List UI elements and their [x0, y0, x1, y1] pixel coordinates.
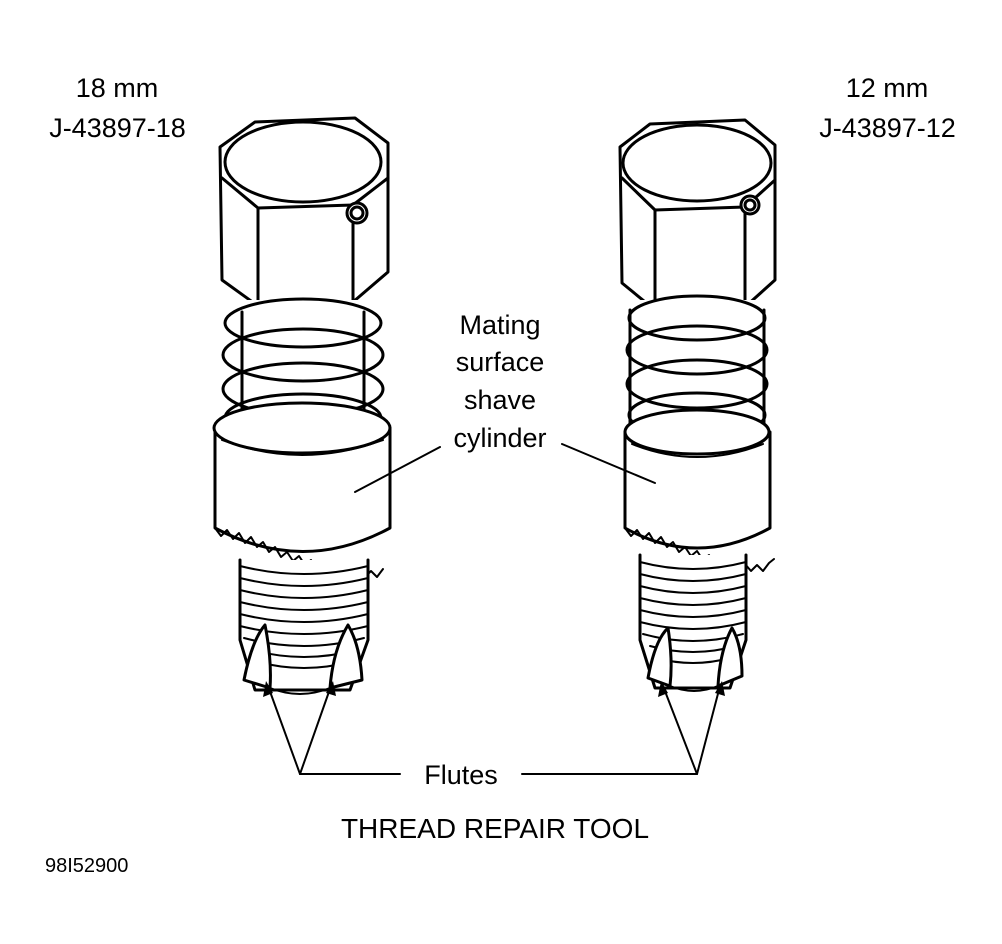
- arrowhead-right-a: [658, 681, 668, 697]
- figure-id: 98I52900: [45, 855, 129, 877]
- arrowheads: [263, 681, 725, 697]
- mating-surface-leader-left: [354, 446, 441, 493]
- flutes-arrow-left-a: [267, 685, 301, 775]
- tool-18mm-threaded-shank: [238, 558, 370, 695]
- arrowhead-left-a: [263, 681, 273, 697]
- arrowhead-right-b: [715, 681, 725, 696]
- mating-surface-leader-right: [561, 443, 656, 484]
- mating-surface-label-line4: cylinder: [453, 423, 547, 453]
- tool-18mm-illustration: [212, 116, 392, 695]
- tool-12mm-part-number: J-43897-12: [819, 113, 956, 143]
- flutes-arrow-right-b: [696, 685, 721, 775]
- mating-surface-label-line1: Mating: [459, 310, 541, 340]
- tool-18mm-shave-cylinder: [212, 401, 392, 578]
- tool-12mm-spring: [625, 294, 769, 439]
- tool-18mm-part-number: J-43897-18: [49, 113, 186, 143]
- leader-lines: [267, 443, 721, 775]
- tool-18mm-flute-left: [242, 623, 272, 690]
- flutes-arrow-right-a: [662, 685, 698, 775]
- mating-surface-label-line3: shave: [463, 385, 537, 415]
- tool-12mm-flute-right: [716, 626, 744, 688]
- tool-12mm-size-label: 12 mm: [845, 73, 929, 103]
- tool-18mm-size-label: 18 mm: [75, 73, 159, 103]
- tool-12mm-flute-left: [646, 626, 673, 688]
- diagram-caption: THREAD REPAIR TOOL: [340, 813, 650, 844]
- flutes-label: Flutes: [424, 760, 498, 790]
- flutes-arrow-left-b: [299, 685, 332, 775]
- tool-18mm-flute-right: [328, 623, 364, 690]
- mating-surface-label-line2: surface: [455, 347, 545, 377]
- tool-12mm-hex-head: [618, 118, 777, 312]
- tool-18mm-hex-head: [218, 116, 390, 308]
- tool-12mm-shave-cylinder: [623, 408, 775, 572]
- tool-12mm-illustration: [618, 118, 777, 692]
- arrowhead-left-b: [326, 681, 336, 696]
- tool-12mm-threaded-shank: [638, 553, 748, 692]
